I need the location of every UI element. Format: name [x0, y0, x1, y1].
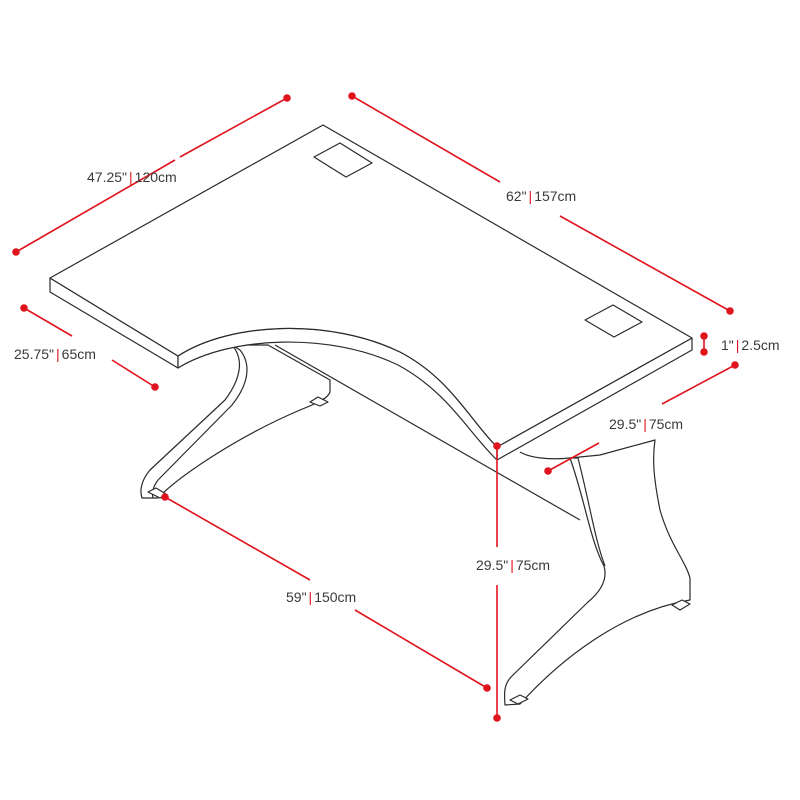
imperial-value: 47.25"	[87, 169, 128, 185]
separator: |	[56, 346, 60, 362]
imperial-value: 25.75"	[14, 346, 55, 362]
stretcher	[274, 344, 581, 521]
separator: |	[510, 557, 514, 573]
right-leg	[503, 439, 691, 706]
imperial-value: 59"	[286, 589, 307, 605]
imperial-value: 29.5"	[476, 557, 509, 573]
metric-value: 2.5cm	[741, 337, 780, 353]
metric-value: 120cm	[134, 169, 177, 185]
cable-grommet	[313, 142, 373, 178]
metric-value: 150cm	[314, 589, 357, 605]
separator: |	[643, 416, 647, 432]
metric-value: 75cm	[515, 557, 551, 573]
leg-span-label: 59"|150cm	[286, 589, 356, 605]
cable-grommet	[584, 304, 643, 338]
return-depth-label: 25.75"|65cm	[14, 346, 96, 362]
leg-depth-label: 29.5"|75cm	[609, 416, 683, 432]
imperial-value: 62"	[506, 188, 527, 204]
dimension-lines	[12, 92, 739, 722]
width-label: 62"|157cm	[506, 188, 576, 204]
separator: |	[528, 188, 533, 204]
right-leg-hub	[519, 451, 571, 460]
imperial-value: 29.5"	[609, 416, 642, 432]
right-leg-front	[570, 457, 606, 567]
foot	[309, 396, 329, 407]
metric-value: 75cm	[648, 416, 684, 432]
thickness-label: 1"|2.5cm	[721, 337, 780, 353]
metric-value: 157cm	[534, 188, 577, 204]
separator: |	[129, 169, 133, 185]
metric-value: 65cm	[61, 346, 96, 362]
foot	[509, 694, 529, 705]
desktop-top	[49, 124, 693, 448]
separator: |	[735, 337, 740, 353]
left-depth-label: 47.25"|120cm	[87, 169, 177, 185]
separator: |	[308, 589, 313, 605]
height-label: 29.5"|75cm	[476, 557, 550, 573]
left-leg	[140, 344, 331, 499]
foot	[671, 599, 691, 611]
imperial-value: 1"	[721, 337, 734, 353]
